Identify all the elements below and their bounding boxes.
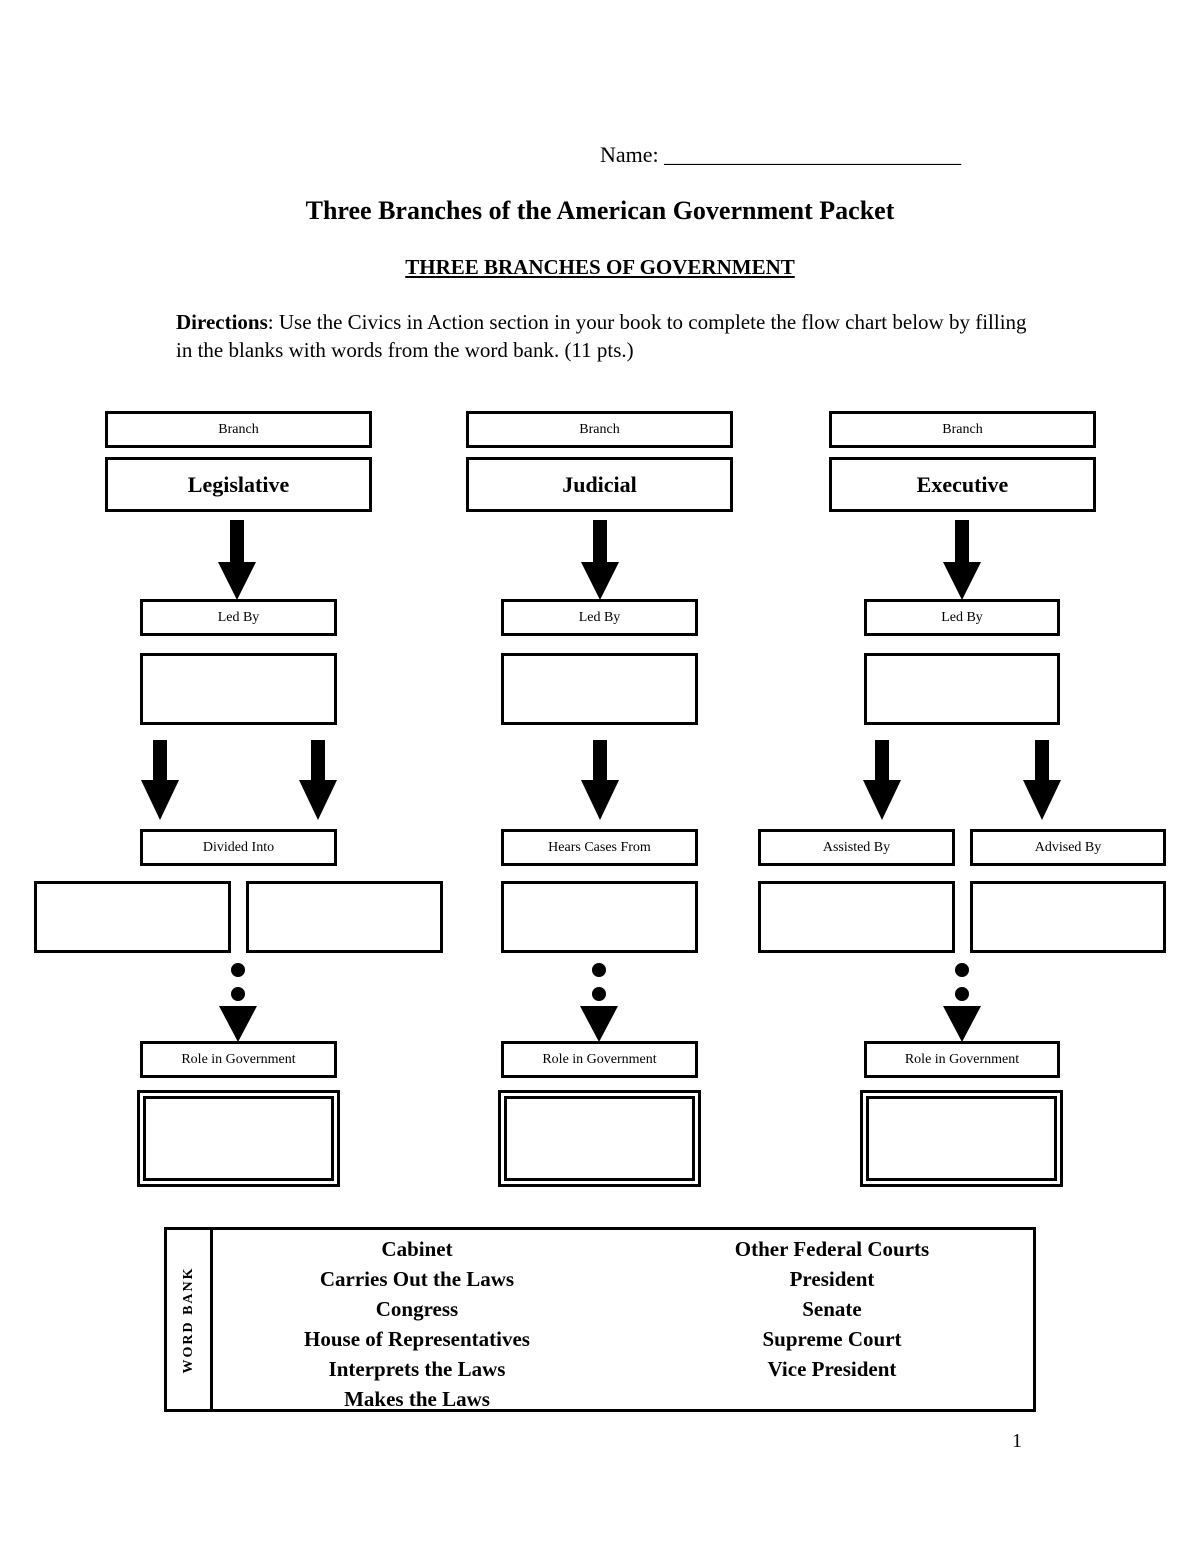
dotted-arrow-judicial: [580, 963, 618, 1042]
word-bank-item: Interprets the Laws: [328, 1357, 506, 1381]
legislative-led-by-label: Led By: [140, 599, 337, 636]
section-heading: THREE BRANCHES OF GOVERNMENT: [405, 255, 795, 279]
word-bank-item: Makes the Laws: [344, 1387, 490, 1411]
legislative-branch-label: Branch: [105, 411, 372, 448]
executive-assisted-by-label: Assisted By: [758, 829, 955, 866]
judicial-branch-label: Branch: [466, 411, 733, 448]
judicial-branch-name: Judicial: [466, 457, 733, 512]
legislative-role-label: Role in Government: [140, 1041, 337, 1078]
arrow-judicial-top: [581, 520, 619, 600]
executive-advised-by-blank[interactable]: [970, 881, 1166, 953]
executive-branch-label: Branch: [829, 411, 1096, 448]
judicial-hears-cases-label: Hears Cases From: [501, 829, 698, 866]
dotted-arrow-legislative: [219, 963, 257, 1042]
word-bank-item: President: [789, 1267, 875, 1291]
legislative-role-blank[interactable]: [137, 1090, 340, 1187]
word-bank: WORD BANK Cabinet Carries Out the Laws C…: [164, 1227, 1036, 1412]
arrow-legislative-right: [299, 740, 337, 820]
directions-text: : Use the Civics in Action section in yo…: [176, 310, 1027, 362]
word-bank-item: Congress: [375, 1297, 459, 1321]
word-bank-item: House of Representatives: [304, 1327, 530, 1351]
word-bank-item: Carries Out the Laws: [319, 1267, 515, 1291]
word-bank-item: Supreme Court: [762, 1327, 902, 1351]
word-bank-right-column: Other Federal Courts President Senate Su…: [667, 1234, 997, 1384]
executive-advised-by-label: Advised By: [970, 829, 1166, 866]
executive-role-blank[interactable]: [860, 1090, 1063, 1187]
word-bank-side: WORD BANK: [167, 1230, 213, 1409]
judicial-led-by-blank[interactable]: [501, 653, 698, 725]
arrow-executive-right: [1023, 740, 1061, 820]
arrow-legislative-top: [218, 520, 256, 600]
word-bank-label: WORD BANK: [180, 1265, 196, 1374]
directions-label: Directions: [176, 310, 268, 334]
judicial-hears-cases-blank[interactable]: [501, 881, 698, 953]
legislative-divided-into-label: Divided Into: [140, 829, 337, 866]
executive-assisted-by-blank[interactable]: [758, 881, 955, 953]
executive-led-by-label: Led By: [864, 599, 1060, 636]
executive-led-by-blank[interactable]: [864, 653, 1060, 725]
executive-role-label: Role in Government: [864, 1041, 1060, 1078]
word-bank-item: Vice President: [767, 1357, 897, 1381]
legislative-divided-into-blank-2[interactable]: [246, 881, 443, 953]
judicial-role-label: Role in Government: [501, 1041, 698, 1078]
judicial-led-by-label: Led By: [501, 599, 698, 636]
directions: Directions: Use the Civics in Action sec…: [176, 308, 1036, 364]
word-bank-item: Cabinet: [381, 1237, 453, 1261]
dotted-arrow-executive: [943, 963, 981, 1042]
word-bank-item: Senate: [802, 1297, 862, 1321]
arrow-executive-left: [863, 740, 901, 820]
word-bank-left-column: Cabinet Carries Out the Laws Congress Ho…: [257, 1234, 577, 1414]
page-title: Three Branches of the American Governmen…: [305, 196, 895, 225]
judicial-role-blank[interactable]: [498, 1090, 701, 1187]
arrow-judicial-middle: [581, 740, 619, 820]
legislative-led-by-blank[interactable]: [140, 653, 337, 725]
arrow-legislative-left: [141, 740, 179, 820]
executive-branch-name: Executive: [829, 457, 1096, 512]
name-field[interactable]: Name: ___________________________: [600, 142, 962, 167]
word-bank-item: Other Federal Courts: [734, 1237, 930, 1261]
legislative-divided-into-blank-1[interactable]: [34, 881, 231, 953]
legislative-branch-name: Legislative: [105, 457, 372, 512]
arrow-executive-top: [943, 520, 981, 600]
page-number: 1: [1012, 1430, 1022, 1452]
